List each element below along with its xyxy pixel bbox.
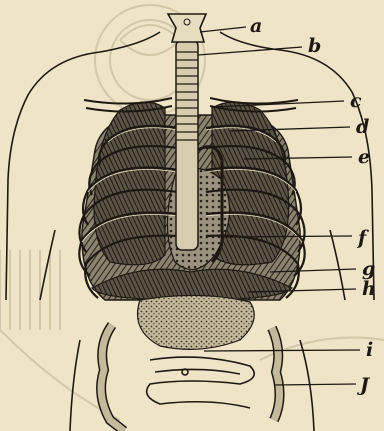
label-a: a	[250, 15, 262, 37]
label-g: g	[362, 258, 375, 280]
label-i: i	[366, 339, 373, 361]
label-b: b	[308, 35, 321, 57]
trachea	[176, 40, 198, 250]
label-c: c	[350, 90, 362, 112]
label-j: J	[357, 374, 371, 396]
label-d: d	[356, 116, 369, 138]
label-e: e	[358, 146, 370, 168]
label-f: f	[356, 227, 369, 249]
small-intestine	[147, 357, 255, 408]
stomach	[138, 295, 255, 349]
label-h: h	[362, 278, 376, 300]
